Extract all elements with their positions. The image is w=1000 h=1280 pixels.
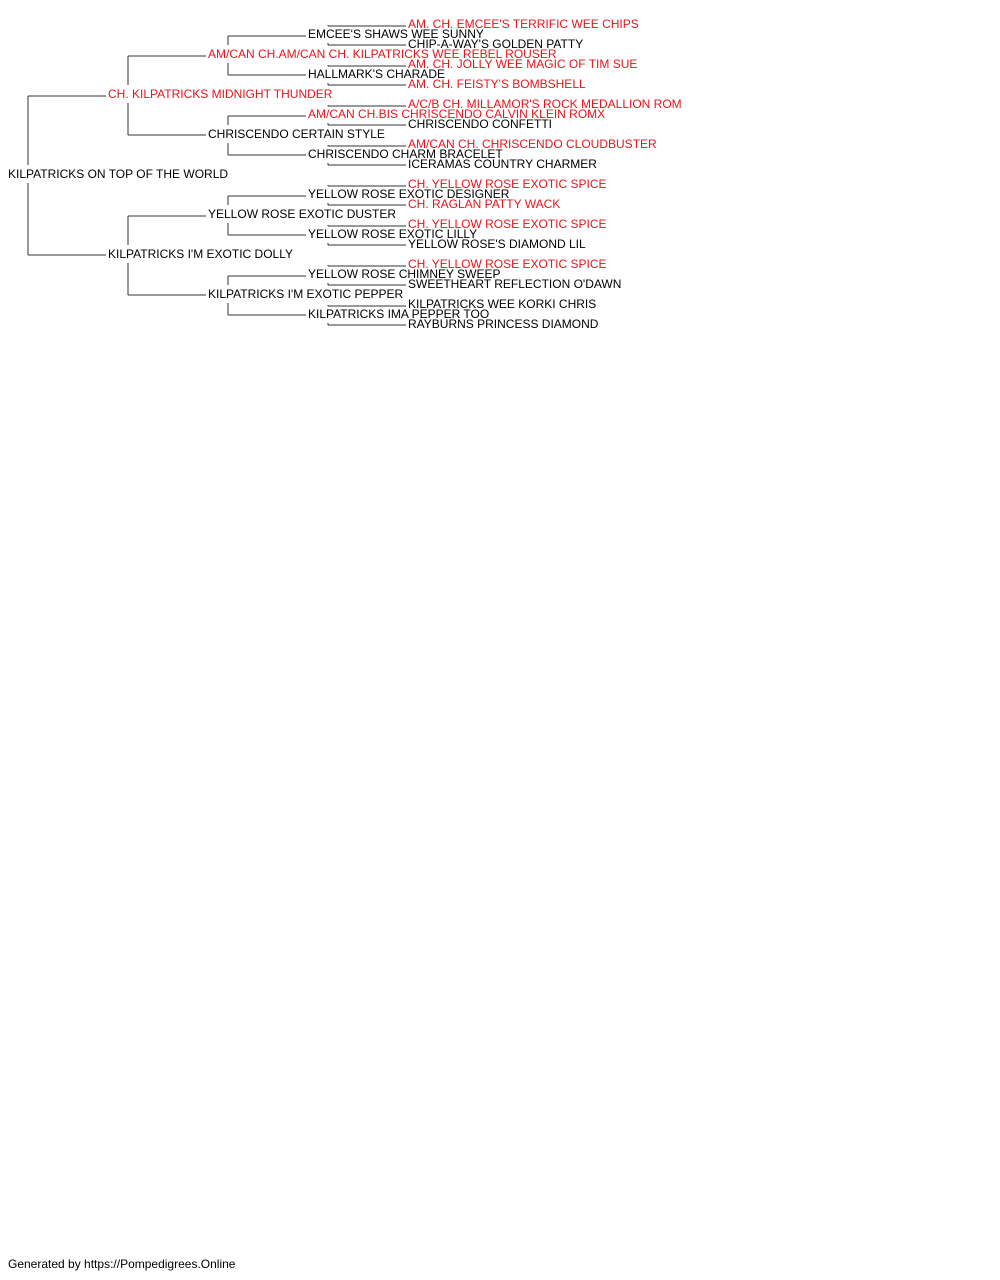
ancestor-name: EMCEE'S SHAWS WEE SUNNY [308,27,484,41]
ancestor-name: KILPATRICKS WEE KORKI CHRIS [408,297,597,311]
ancestor-name: CH. YELLOW ROSE EXOTIC SPICE [408,257,607,271]
ancestor-name: CH. YELLOW ROSE EXOTIC SPICE [408,217,607,231]
generated-by-footer: Generated by https://Pompedigrees.Online [8,1257,236,1271]
ancestor-name: YELLOW ROSE'S DIAMOND LIL [408,237,586,251]
ancestor-name: RAYBURNS PRINCESS DIAMOND [408,317,599,331]
ancestor-name: CHRISCENDO CERTAIN STYLE [208,127,385,141]
ancestor-name: ICERAMAS COUNTRY CHARMER [408,157,597,171]
ancestor-name: YELLOW ROSE EXOTIC DESIGNER [308,187,510,201]
ancestor-name: YELLOW ROSE EXOTIC DUSTER [208,207,397,221]
ancestor-name: AM/CAN CH.AM/CAN CH. KILPATRICKS WEE REB… [208,47,557,61]
ancestor-name: KILPATRICKS IMA PEPPER TOO [308,307,490,321]
ancestor-name: CH. YELLOW ROSE EXOTIC SPICE [408,177,607,191]
ancestor-name: CH. KILPATRICKS MIDNIGHT THUNDER [108,87,333,101]
ancestor-name: AM. CH. JOLLY WEE MAGIC OF TIM SUE [408,57,638,71]
ancestor-name: CHRISCENDO CHARM BRACELET [308,147,503,161]
ancestor-name: AM. CH. EMCEE'S TERRIFIC WEE CHIPS [408,17,639,31]
ancestor-name: HALLMARK'S CHARADE [308,67,445,81]
ancestor-name: CHRISCENDO CONFETTI [408,117,552,131]
subject-dog-name: KILPATRICKS ON TOP OF THE WORLD [8,167,229,181]
ancestor-name: AM. CH. FEISTY'S BOMBSHELL [408,77,586,91]
ancestor-name: AM/CAN CH. CHRISCENDO CLOUDBUSTER [408,137,657,151]
ancestor-name: KILPATRICKS I'M EXOTIC PEPPER [208,287,404,301]
ancestor-name: KILPATRICKS I'M EXOTIC DOLLY [108,247,293,261]
ancestor-name: CHIP-A-WAY'S GOLDEN PATTY [408,37,584,51]
ancestor-name: CH. RAGLAN PATTY WACK [408,197,561,211]
ancestor-name: YELLOW ROSE EXOTIC LILLY [308,227,478,241]
ancestor-name: AM/CAN CH.BIS CHRISCENDO CALVIN KLEIN RO… [308,107,606,121]
ancestor-name: SWEETHEART REFLECTION O'DAWN [408,277,622,291]
ancestor-name: YELLOW ROSE CHIMNEY SWEEP [308,267,501,281]
ancestor-name: A/C/B CH. MILLAMOR'S ROCK MEDALLION ROM [408,97,682,111]
